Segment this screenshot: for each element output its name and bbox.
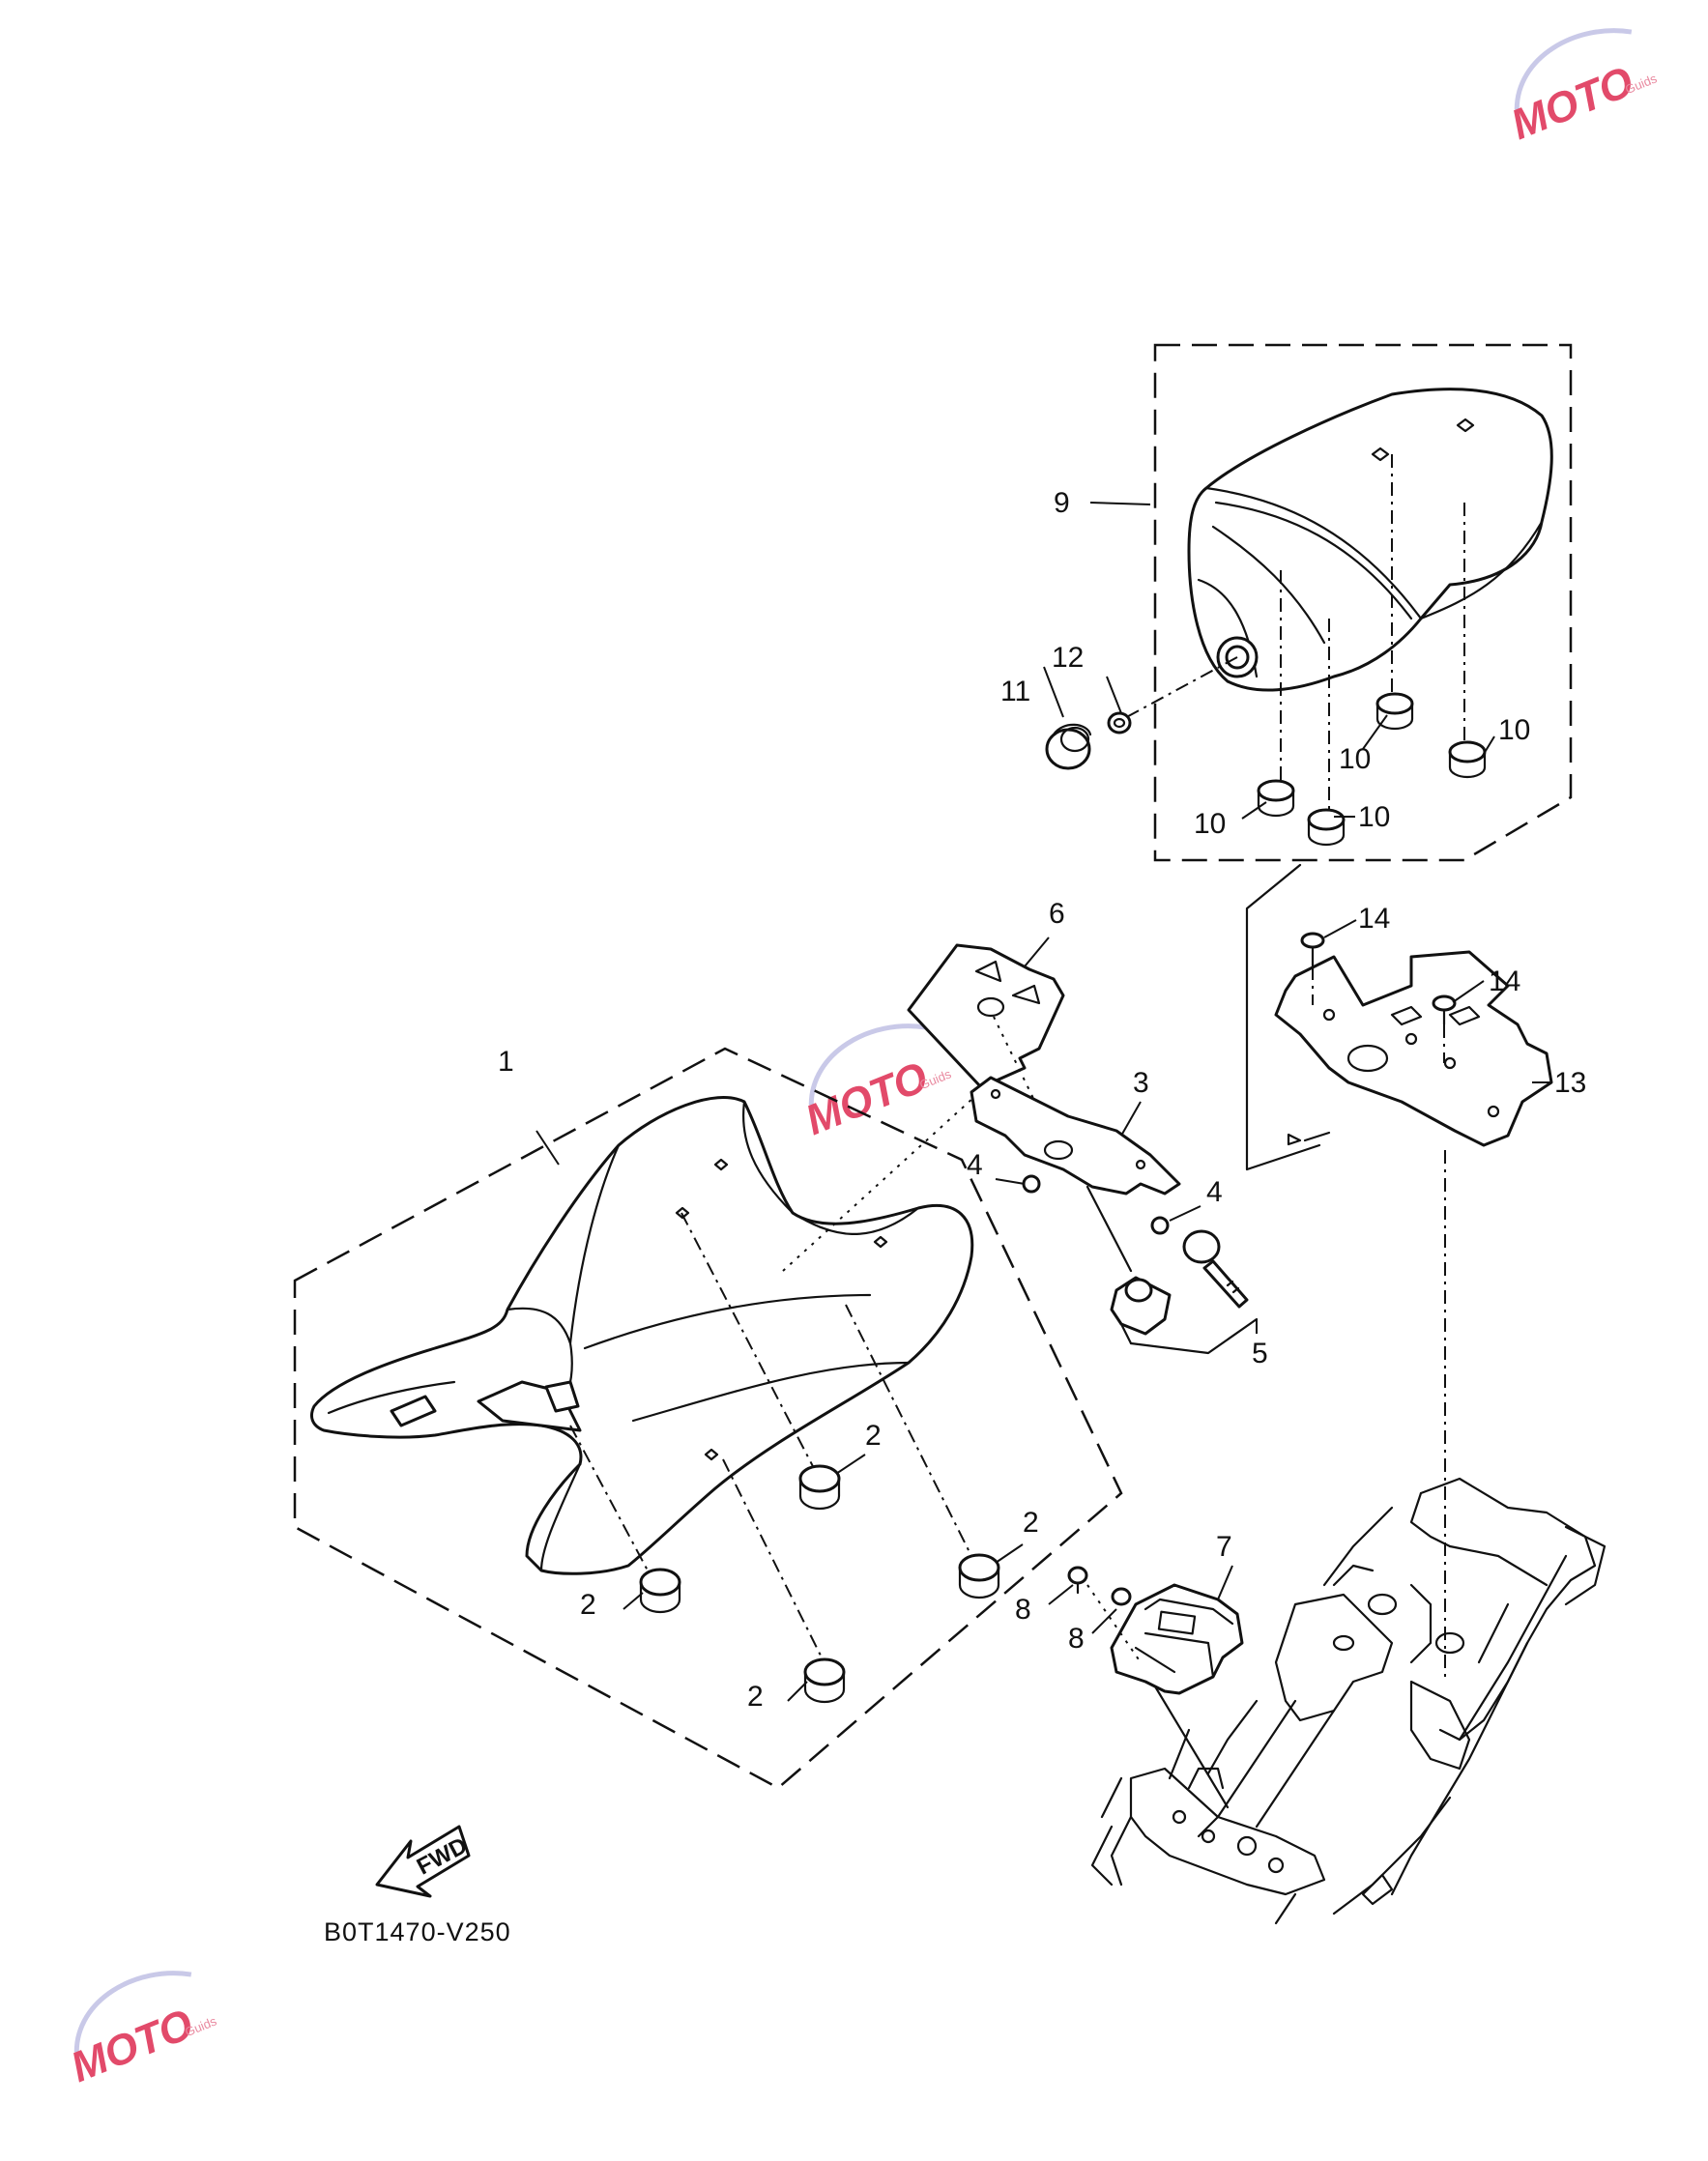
front-seat bbox=[310, 1096, 974, 1575]
callout-10: 10 bbox=[1358, 801, 1390, 833]
watermark-bottom-left: MOTO Guids bbox=[65, 1971, 219, 2092]
callout-10: 10 bbox=[1498, 714, 1530, 746]
callout-4: 4 bbox=[967, 1149, 983, 1181]
watermark-brand: MOTO bbox=[65, 2001, 200, 2092]
callout-6: 6 bbox=[1049, 898, 1065, 930]
callout-9: 9 bbox=[1054, 487, 1070, 519]
plate-6 bbox=[907, 943, 1065, 1089]
watermark-brand: MOTO bbox=[1505, 58, 1640, 150]
rear-seat bbox=[1187, 388, 1553, 692]
screw-4-b bbox=[1150, 1216, 1170, 1235]
nut-12 bbox=[1107, 711, 1132, 735]
callout-8: 8 bbox=[1015, 1594, 1031, 1626]
callout-2: 2 bbox=[1023, 1507, 1039, 1539]
callout-10: 10 bbox=[1339, 743, 1371, 775]
callout-10: 10 bbox=[1194, 808, 1226, 840]
watermark-brand: MOTO bbox=[799, 1053, 935, 1145]
callout-2: 2 bbox=[580, 1589, 596, 1621]
key-5 bbox=[1182, 1229, 1249, 1309]
callout-1: 1 bbox=[498, 1046, 514, 1078]
bolt-8-a bbox=[1067, 1566, 1088, 1595]
cap-11 bbox=[1045, 723, 1092, 770]
grommet-2-b bbox=[958, 1553, 1000, 1599]
grommet-2-c bbox=[639, 1568, 681, 1614]
bolt-8-b bbox=[1111, 1587, 1132, 1606]
screw-4-a bbox=[1022, 1174, 1041, 1194]
damper-10-c bbox=[1257, 779, 1295, 818]
front-seat-group-boundary bbox=[293, 1047, 1123, 1790]
bolt-14-a bbox=[1300, 932, 1325, 968]
callout-7: 7 bbox=[1216, 1531, 1232, 1563]
callout-11: 11 bbox=[1000, 676, 1030, 707]
forward-arrow-icon: FWD bbox=[375, 1825, 472, 1898]
bracket-7 bbox=[1110, 1583, 1244, 1695]
callout-5: 5 bbox=[1252, 1338, 1268, 1369]
seat-lock-5 bbox=[1110, 1276, 1172, 1345]
grommet-2-d bbox=[803, 1657, 846, 1704]
callout-14: 14 bbox=[1489, 965, 1520, 997]
bolt-14-b bbox=[1432, 994, 1457, 1026]
callout-3: 3 bbox=[1133, 1067, 1149, 1099]
rear-frame bbox=[1090, 1477, 1607, 1925]
bracket-3 bbox=[970, 1076, 1181, 1196]
callout-8: 8 bbox=[1068, 1623, 1085, 1655]
callout-4: 4 bbox=[1206, 1176, 1223, 1208]
part-code: B0T1470-V250 bbox=[324, 1917, 511, 1946]
callout-13: 13 bbox=[1554, 1067, 1586, 1099]
bracket-13-boundary bbox=[1245, 863, 1321, 1171]
grommet-2-a bbox=[798, 1464, 841, 1511]
damper-10-d bbox=[1307, 808, 1346, 847]
damper-10-b bbox=[1448, 740, 1487, 779]
callout-12: 12 bbox=[1052, 642, 1084, 674]
damper-10-a bbox=[1375, 692, 1414, 731]
watermark-top-right: MOTO Guids bbox=[1505, 28, 1660, 150]
callout-2: 2 bbox=[865, 1420, 882, 1452]
callout-14: 14 bbox=[1358, 903, 1390, 935]
callout-2: 2 bbox=[747, 1681, 764, 1713]
rear-seat-group-boundary bbox=[1153, 343, 1573, 862]
